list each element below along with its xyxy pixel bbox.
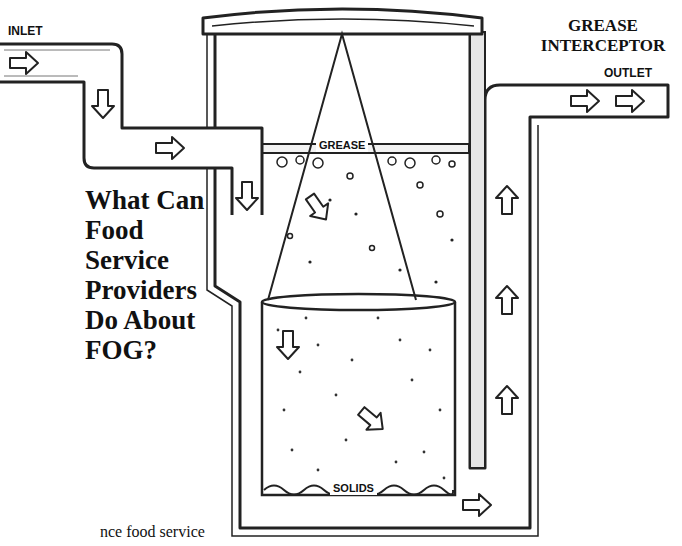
flow-arrow <box>463 494 491 516</box>
outlet-label: OUTLET <box>604 66 652 80</box>
body-text: nce food service <box>100 522 205 541</box>
page-heading: What Can Food Service Providers Do About… <box>85 185 205 365</box>
grease-label: GREASE <box>316 139 368 152</box>
tank-lid <box>203 9 482 34</box>
solids-label: SOLIDS <box>330 482 377 495</box>
inlet-pipe-shade <box>4 50 110 76</box>
flow-arrow <box>301 190 335 226</box>
flow-arrow <box>496 286 518 314</box>
inlet-label: INLET <box>8 24 43 38</box>
flow-arrow <box>496 186 518 214</box>
settling-dots <box>277 317 446 480</box>
lifting-frame <box>268 34 416 300</box>
tank-wall-outer <box>207 32 538 536</box>
baffle-wall <box>470 32 485 468</box>
flow-arrow <box>156 137 184 159</box>
basket-rim <box>262 294 455 310</box>
flow-arrow <box>571 90 599 112</box>
strainer-basket <box>262 302 455 495</box>
tank-body <box>215 32 668 528</box>
diagram-heading: GREASE INTERCEPTOR <box>528 16 678 56</box>
flow-arrow <box>277 331 299 359</box>
flow-arrow <box>10 52 38 74</box>
lid-rim <box>212 19 474 26</box>
flow-arrow <box>92 90 114 118</box>
flow-arrow <box>236 182 258 210</box>
water-dots <box>308 198 453 283</box>
flow-arrow <box>616 90 644 112</box>
flow-arrow <box>496 386 518 414</box>
flow-arrow <box>354 403 390 438</box>
